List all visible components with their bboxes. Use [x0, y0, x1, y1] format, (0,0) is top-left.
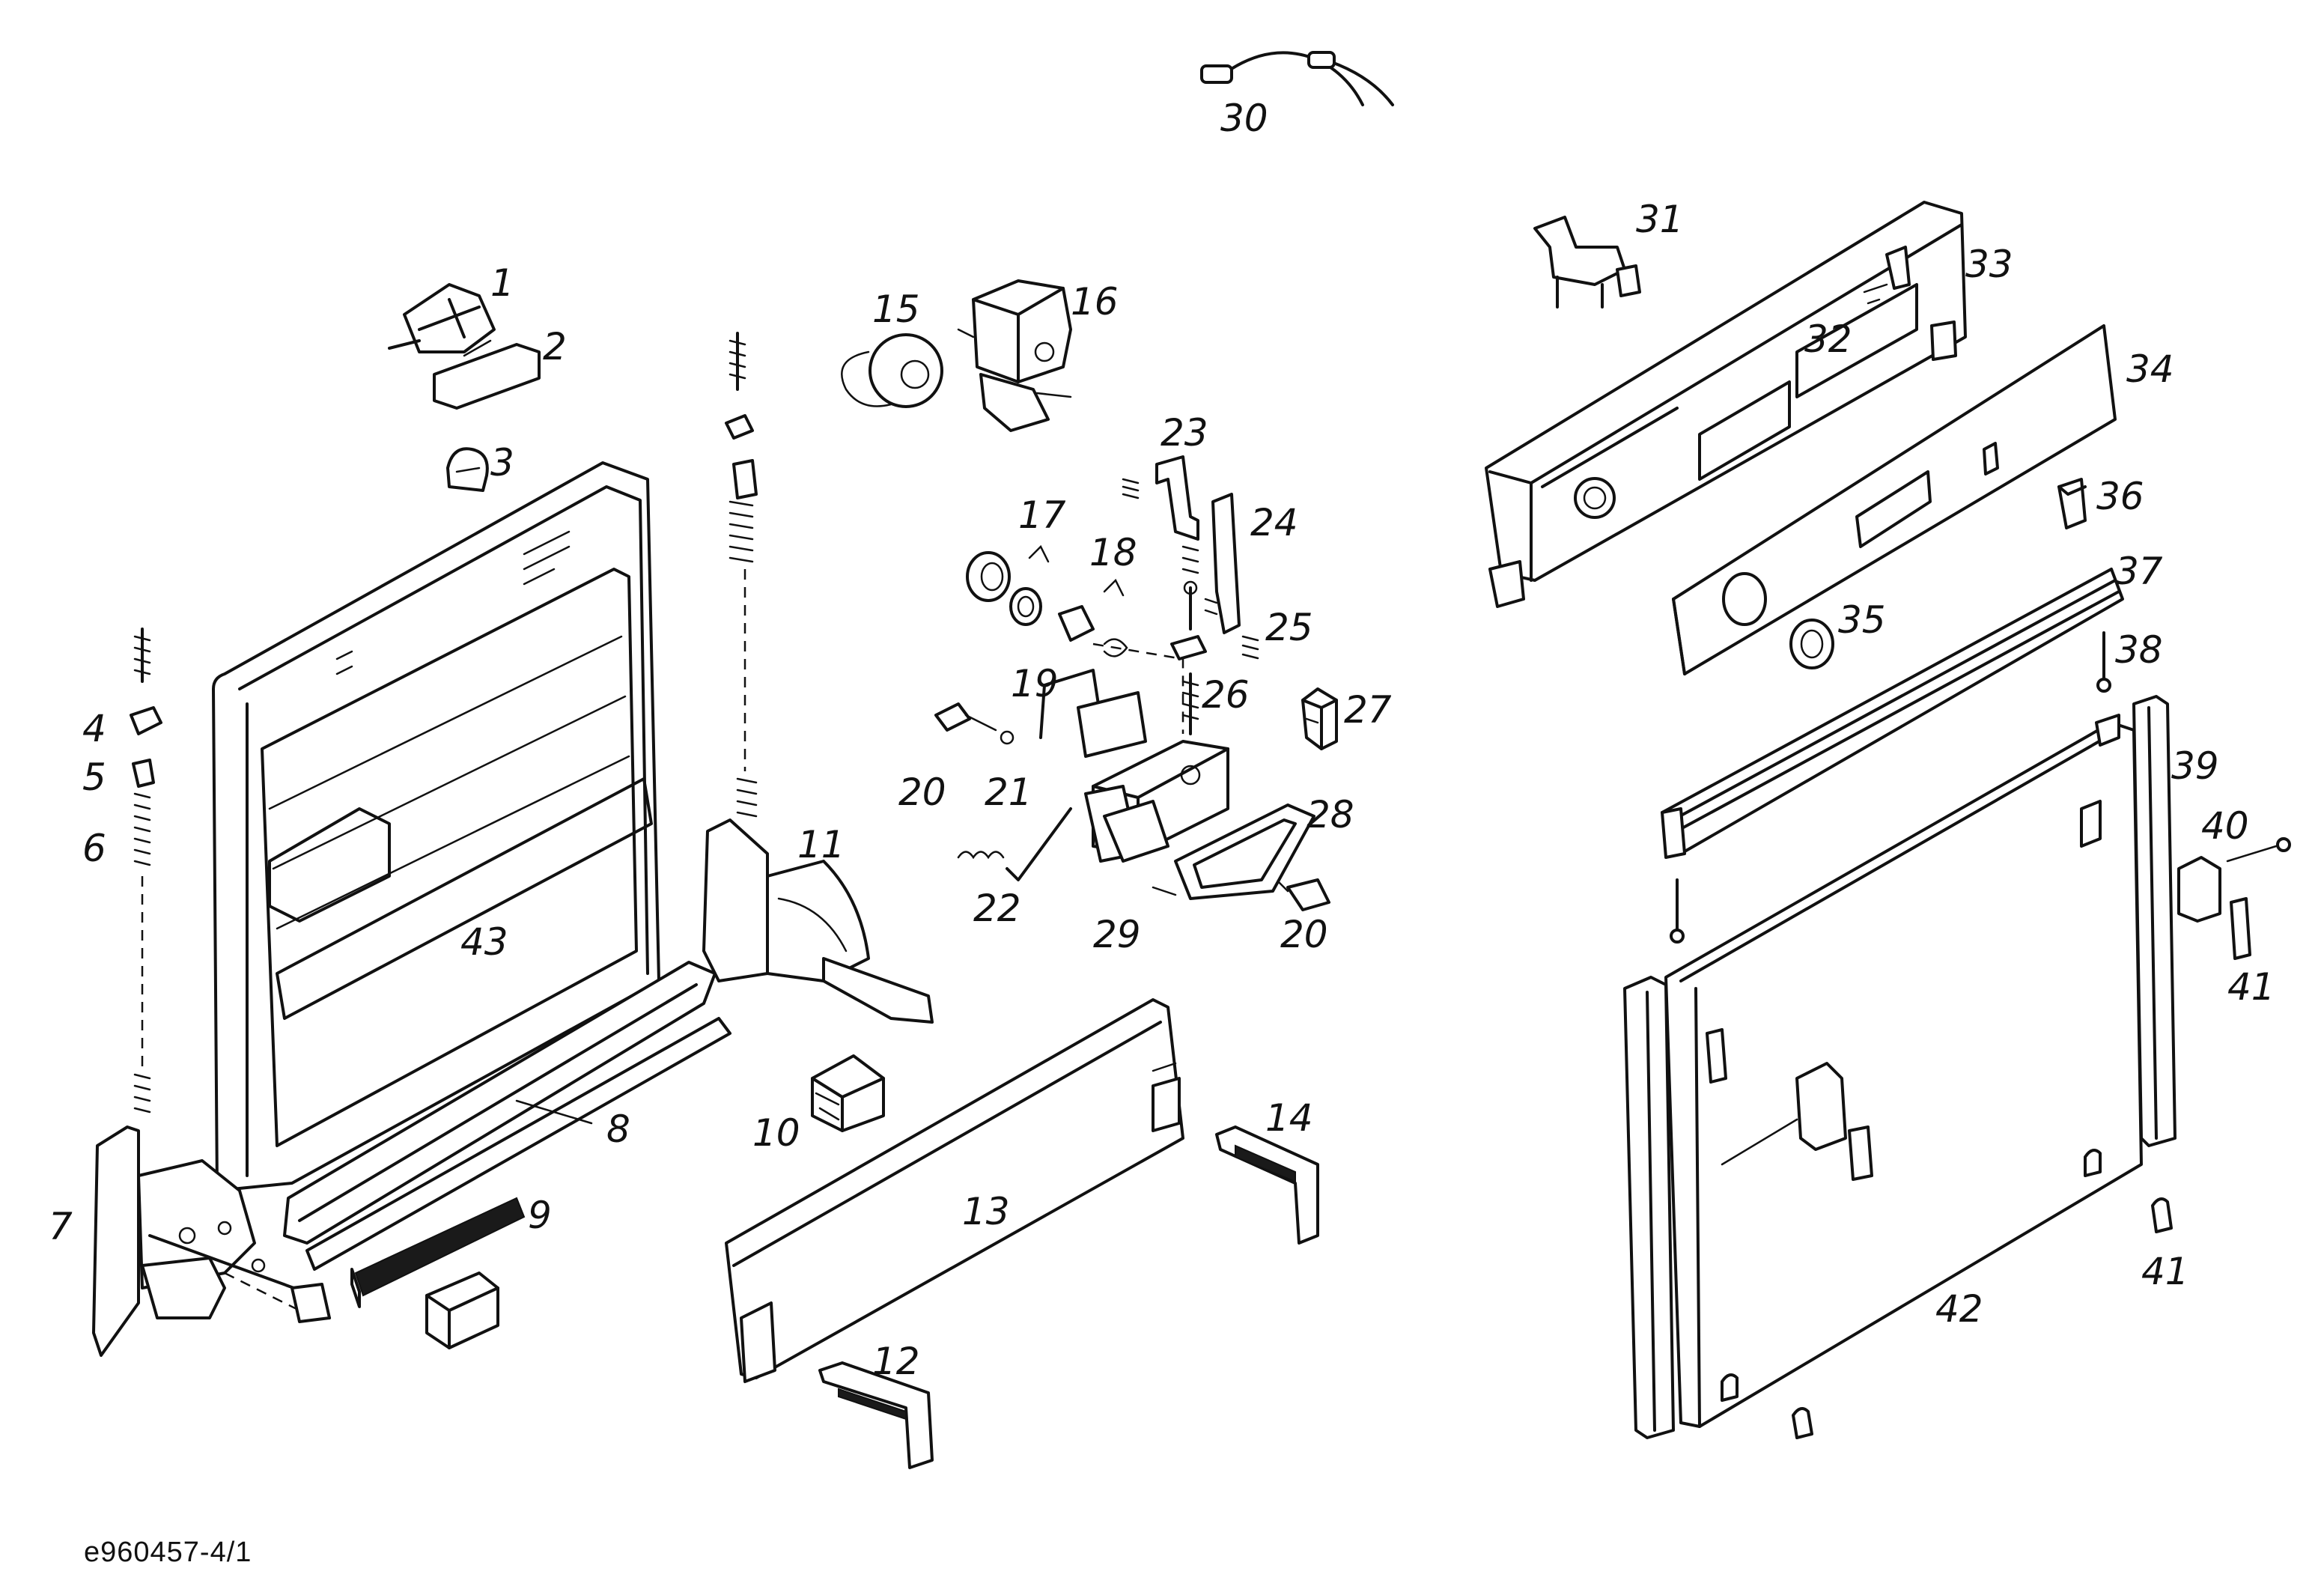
- callout-3: 3: [490, 441, 514, 484]
- callout-14: 14: [1265, 1096, 1313, 1140]
- callout-16: 16: [1071, 280, 1119, 323]
- callout-39: 39: [2171, 744, 2219, 788]
- part-10-block: [811, 1054, 885, 1132]
- callout-10: 10: [752, 1111, 800, 1155]
- part-12-bracket: [818, 1361, 934, 1469]
- callout-36: 36: [2096, 475, 2144, 518]
- part-14-bracket: [1215, 1125, 1319, 1245]
- callout-42: 42: [1935, 1287, 1983, 1331]
- part-13-kick-plate: [725, 998, 1184, 1383]
- callout-1: 1: [490, 261, 514, 305]
- callout-32: 32: [1804, 318, 1852, 361]
- part-42-outer-door: [1664, 714, 2143, 1428]
- part-15-drum: [841, 333, 943, 408]
- part-3-clip: [446, 447, 489, 492]
- part-40-hinge: [2177, 837, 2291, 960]
- callout-37: 37: [2115, 550, 2163, 593]
- part-4-5-6-spring-assembly: [130, 628, 162, 1114]
- callout-21: 21: [985, 771, 1032, 814]
- part-24-lever: [1204, 493, 1241, 634]
- callout-22: 22: [973, 887, 1021, 930]
- callout-20a: 20: [898, 771, 946, 814]
- callout-25: 25: [1265, 606, 1313, 649]
- callout-labels: 1 2 3 4 5 6 7 8 9 10 11 12 13 14 15 16 1…: [49, 97, 2275, 1383]
- callout-31: 31: [1636, 198, 1684, 241]
- part-29-door-lock: [1084, 740, 1229, 896]
- part-36-button: [2057, 478, 2087, 529]
- callout-28: 28: [1307, 793, 1354, 836]
- part-26-screw: [1170, 635, 1207, 735]
- callout-27: 27: [1344, 688, 1392, 732]
- part-23-lever: [1122, 455, 1199, 631]
- callout-40: 40: [2201, 804, 2249, 848]
- part-33-control-panel: [1485, 201, 1967, 608]
- part-38-screw: [1670, 631, 2111, 944]
- callout-2: 2: [543, 325, 567, 368]
- callout-23: 23: [1161, 411, 1208, 455]
- callout-29: 29: [1093, 913, 1141, 956]
- callout-4: 4: [82, 707, 106, 750]
- callout-43: 43: [460, 920, 508, 964]
- callout-17: 17: [1018, 493, 1066, 537]
- part-20-connector-upper: [934, 702, 1015, 745]
- callout-15: 15: [872, 288, 920, 331]
- part-11-side-bracket: [702, 332, 934, 1024]
- part-20-connector-lower: [1271, 875, 1330, 911]
- part-25-spring: [1241, 635, 1259, 660]
- part-16-timer: [957, 279, 1072, 432]
- callout-35: 35: [1838, 598, 1886, 642]
- part-19-bracket: [1039, 669, 1147, 758]
- callout-33: 33: [1965, 243, 2013, 286]
- callout-20b: 20: [1280, 913, 1328, 956]
- part-35-knob: [1789, 619, 1834, 669]
- callout-6: 6: [82, 827, 106, 870]
- part-22-spring: [957, 807, 1072, 881]
- part-43-inner-door: [212, 461, 660, 1192]
- part-34-fascia: [1672, 324, 2117, 675]
- part-side-strip-left: [1623, 976, 1675, 1439]
- callout-18: 18: [1089, 531, 1137, 574]
- callout-8: 8: [606, 1108, 630, 1151]
- part-8-trim-bar: [283, 961, 731, 1271]
- part-37-top-trim: [1661, 568, 2124, 859]
- callout-7: 7: [49, 1205, 73, 1248]
- part-27-cap: [1301, 687, 1338, 750]
- part-28-gasket: [1174, 803, 1315, 900]
- callout-5: 5: [82, 756, 106, 799]
- part-7-hinge: [92, 1125, 331, 1357]
- part-41-hinge-clip: [1792, 1197, 2173, 1439]
- callout-19: 19: [1011, 662, 1059, 705]
- part-1-2-latch: [388, 283, 541, 410]
- callout-13: 13: [962, 1190, 1010, 1233]
- callout-38: 38: [2115, 628, 2163, 672]
- callout-26: 26: [1202, 673, 1250, 717]
- callout-12: 12: [872, 1340, 920, 1383]
- callout-11: 11: [797, 823, 845, 866]
- callout-34: 34: [2126, 347, 2174, 391]
- diagram-reference-code: e960457-4/1: [84, 1537, 252, 1568]
- part-31-clip: [1533, 216, 1641, 309]
- callout-24: 24: [1250, 501, 1298, 544]
- callout-41b: 41: [2141, 1250, 2189, 1293]
- callout-41a: 41: [2227, 965, 2275, 1009]
- callout-9: 9: [528, 1194, 552, 1237]
- part-9-strip: [350, 1197, 526, 1349]
- part-30-cable: [1200, 51, 1394, 106]
- part-17-knob: [966, 544, 1050, 626]
- part-39-side-strip: [2132, 695, 2177, 1147]
- callout-30: 30: [1220, 97, 1268, 140]
